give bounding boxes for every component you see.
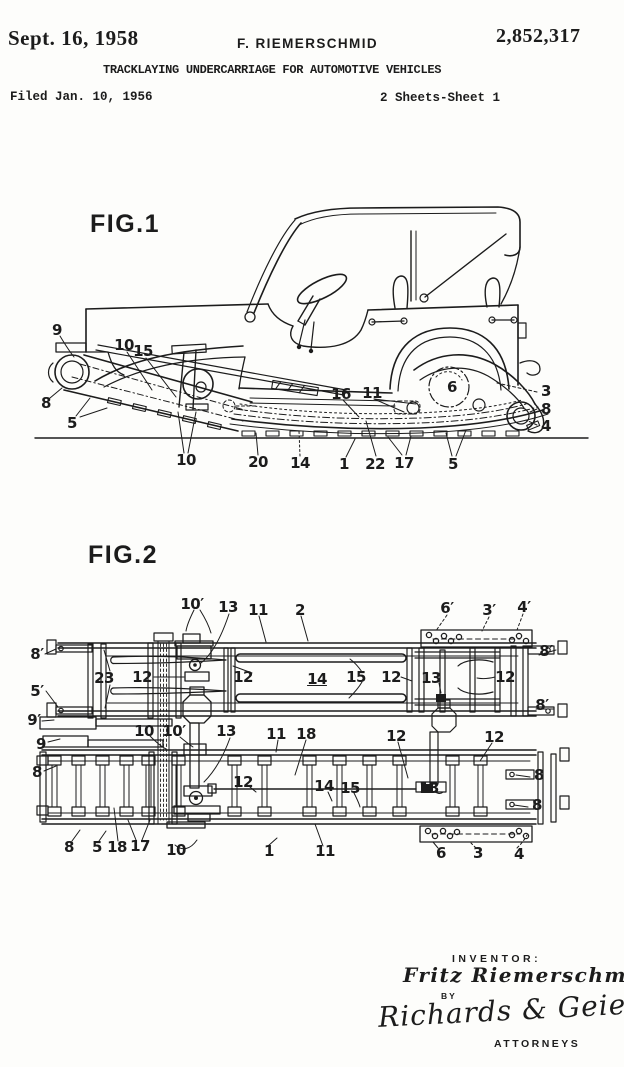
- fig2-callout-14: 14: [307, 670, 327, 688]
- fig2-callout-3: 3: [473, 844, 483, 862]
- fig2-callout-6′: 6′: [440, 599, 453, 617]
- fig2-callout-8′: 8′: [30, 645, 43, 663]
- fig2-callout-15: 15: [346, 668, 366, 686]
- fig2-callout-12: 12: [233, 773, 253, 791]
- fig2-callout-3′: 3′: [482, 601, 495, 619]
- fig2-callout-8: 8: [532, 796, 542, 814]
- fig2-callout-10: 10: [166, 841, 186, 859]
- fig2-callout-6: 6: [436, 844, 446, 862]
- fig2-callout-10′: 10′: [162, 722, 185, 740]
- fig2-callout-11: 11: [266, 725, 286, 743]
- fig2-callout-4′: 4′: [517, 598, 530, 616]
- fig2-callout-10: 10: [134, 722, 154, 740]
- fig2-callout-12: 12: [233, 668, 253, 686]
- fig2-callout-14: 14: [314, 777, 334, 795]
- fig2-callout-8: 8: [32, 763, 42, 781]
- attorneys-caption: ATTORNEYS: [494, 1038, 580, 1050]
- fig2-callout-12: 12: [132, 668, 152, 686]
- fig2-callout-12: 12: [381, 668, 401, 686]
- fig2-callout-18: 18: [107, 838, 127, 856]
- fig2-callout-8′: 8′: [539, 642, 552, 660]
- fig2-callout-12: 12: [495, 668, 515, 686]
- fig2-callout-8′: 8′: [535, 696, 548, 714]
- fig2-callout-18: 18: [296, 725, 316, 743]
- fig2-callout-12: 12: [386, 727, 406, 745]
- fig2-callout-1: 1: [264, 842, 274, 860]
- fig2-callout-5′: 5′: [30, 682, 43, 700]
- fig2-callout-5: 5: [92, 838, 102, 856]
- fig2-callout-2: 2: [295, 601, 305, 619]
- fig2-callout-4: 4: [514, 845, 524, 863]
- fig2-callout-13: 13: [216, 722, 236, 740]
- fig2-callout-23: 23: [94, 669, 114, 687]
- fig2-callout-13: 13: [218, 598, 238, 616]
- fig2-callout-11: 11: [315, 842, 335, 860]
- fig2-callout-8: 8: [534, 766, 544, 784]
- fig2-callout-9′: 9′: [27, 711, 40, 729]
- fig2-callout-15: 15: [340, 779, 360, 797]
- fig2-callout-17: 17: [130, 837, 150, 855]
- fig2-callout-9: 9: [36, 735, 46, 753]
- fig2-callout-13: 13: [421, 669, 441, 687]
- fig2-callout-13: 13: [419, 779, 439, 797]
- inventor-signature: Fritz Riemerschmid: [403, 963, 624, 987]
- fig2-callout-12: 12: [484, 728, 504, 746]
- fig2-callout-11: 11: [248, 601, 268, 619]
- fig2-callout-8: 8: [64, 838, 74, 856]
- fig2-callout-10′: 10′: [180, 595, 203, 613]
